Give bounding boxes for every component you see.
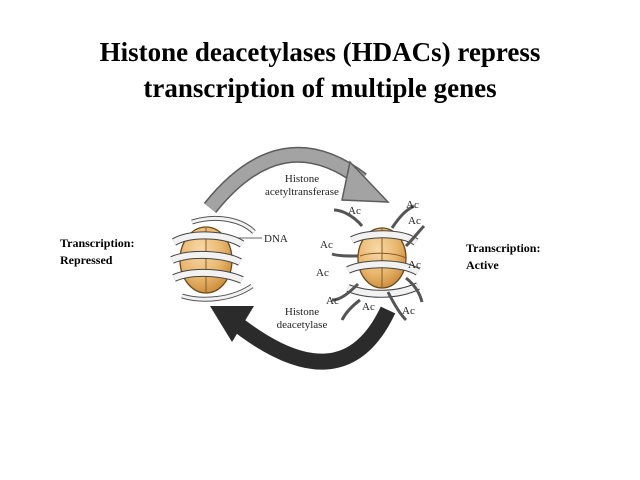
acetyl-tag: Ac: [348, 205, 361, 217]
acetyltransferase-label-line-2: acetyltransferase: [265, 186, 339, 198]
acetyl-tag: Ac: [406, 199, 419, 211]
acetyl-tag: Ac: [362, 301, 375, 313]
slide-title-line-2: transcription of multiple genes: [143, 73, 497, 103]
slide-title-line-1: Histone deacetylases (HDACs) repress: [99, 37, 541, 67]
acetyltransferase-arrow: [203, 146, 390, 214]
acetyltransferase-arrowhead: [341, 160, 390, 203]
active-state-label: Transcription: Active: [466, 240, 540, 274]
condensed-nucleosome: [170, 215, 262, 302]
acetylation-cycle-diagram: Histone acetyltransferase Histone deacet…: [170, 146, 426, 370]
acetyl-tag: Ac: [408, 259, 421, 271]
acetyl-tag: Ac: [320, 239, 333, 251]
acetyl-tag: Ac: [402, 305, 415, 317]
active-label-heading: Transcription:: [466, 241, 541, 255]
repressed-label-value: Repressed: [60, 253, 113, 267]
deacetylase-label-line-1: Histone: [285, 306, 319, 318]
acetyl-tag: Ac: [316, 267, 329, 279]
slide-title: Histone deacetylases (HDACs) repress tra…: [0, 34, 640, 106]
acetyl-tag: Ac: [408, 215, 421, 227]
active-label-value: Active: [466, 258, 499, 272]
acetylated-nucleosome: [331, 204, 426, 322]
deacetylase-label-line-2: deacetylase: [277, 319, 328, 331]
deacetylase-arrowhead: [210, 306, 254, 342]
acetyltransferase-label-line-1: Histone: [285, 173, 319, 185]
dna-label: DNA: [264, 233, 288, 245]
repressed-label-heading: Transcription:: [60, 236, 135, 250]
repressed-state-label: Transcription: Repressed: [60, 235, 134, 269]
acetyl-tag: Ac: [326, 295, 339, 307]
acetylation-cycle-figure: Histone acetyltransferase Histone deacet…: [162, 110, 442, 432]
deacetylase-arrow: [210, 306, 396, 370]
